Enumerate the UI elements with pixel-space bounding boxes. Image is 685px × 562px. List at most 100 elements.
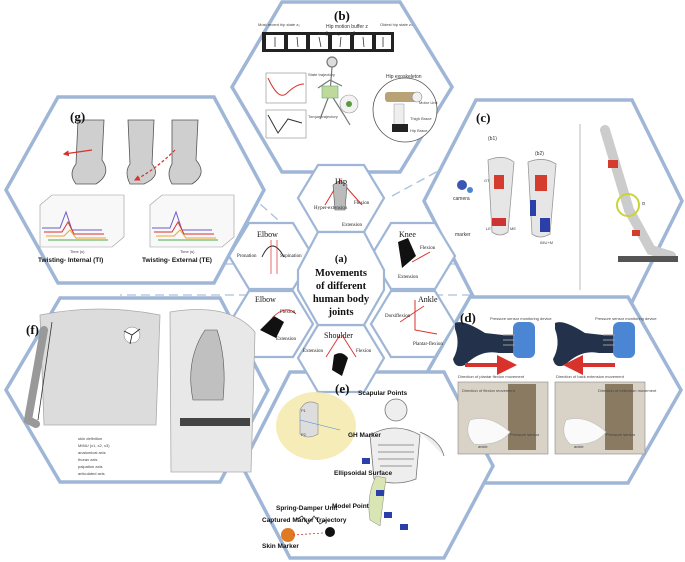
panel-g-label: (g) xyxy=(70,109,85,124)
panel-b-part-1: Motor Unit xyxy=(419,100,438,105)
panel-f-legend-2: MIMU (x1, x2, x3) xyxy=(78,443,110,448)
panel-d-device-1 xyxy=(453,322,535,375)
ankle-motion-dorsiflexion: Dorsiflexion xyxy=(385,314,411,319)
panel-b-label: (b) xyxy=(334,8,350,23)
panel-d-cap1: Direction of plantar flexion movement xyxy=(458,374,525,379)
panel-g-chart-1 xyxy=(39,194,125,248)
panel-d-ankle-1: ankle xyxy=(478,444,488,449)
center-label: (a) xyxy=(335,254,348,265)
panel-f-label: (f) xyxy=(26,322,39,337)
panel-e-ellip: Ellipsoidal Surface xyxy=(334,470,393,477)
panel-f-arm-3d xyxy=(169,309,256,473)
hip-motion-extension: Extension xyxy=(342,223,362,228)
panel-g-xlabel-2: Time (s) xyxy=(180,249,195,254)
joint-hex-hip xyxy=(296,163,386,234)
panel-f-legend-4: thorax axis xyxy=(78,457,97,462)
panel-d-sensor2: Pressure sensor monitoring device xyxy=(595,316,657,321)
panel-f-legend: skin definition MIMU (x1, x2, x3) anatom… xyxy=(78,436,110,476)
panel-d-sensor1: Pressure sensor monitoring device xyxy=(490,316,552,321)
panel-f-torso xyxy=(23,308,161,428)
panel-e-label: (e) xyxy=(335,381,349,396)
panel-c-imu: IMU+M xyxy=(540,240,553,245)
elbow-motion-flexion: Flexion xyxy=(280,310,296,315)
center-title-line-2: of different xyxy=(316,281,367,292)
elbow-motion-supination: Supination xyxy=(280,254,302,259)
center-title-line-4: joints xyxy=(327,307,353,318)
joint-hex-elbow-rot xyxy=(227,221,315,291)
panel-f-axes-glyph xyxy=(123,326,141,345)
panel-b-small-gauge xyxy=(339,94,359,114)
panel-b-formula: z = [z₀, z₁, ..., zₙ] xyxy=(318,31,355,37)
center-title: (a) Movements of different human body jo… xyxy=(313,254,370,318)
panel-d-cap2: Direction of back extension movement xyxy=(556,374,625,379)
panel-e xyxy=(240,370,495,560)
panel-b-traj1: State trajectory xyxy=(308,72,335,77)
panel-e-p1: P1 xyxy=(301,408,307,413)
panel-g-xlabel-1: Time (s) xyxy=(70,249,85,254)
panel-b-walker-figure xyxy=(317,56,351,126)
panel-c-leg-model-1 xyxy=(457,157,515,236)
panel-c-gt: GT xyxy=(484,178,490,183)
knee-motion-extension: Extension xyxy=(398,275,418,280)
ankle-motion-plantarflexion: Plantar-flexion xyxy=(413,342,443,347)
panel-b-exo: Hip exoskeleton xyxy=(386,74,422,80)
panel-g-caption-1: Twisting- Internal (TI) xyxy=(38,257,103,264)
center-title-line-1: Movements xyxy=(315,268,367,279)
panel-b-film-strip xyxy=(262,32,394,52)
panel-d-dir1: Direction of flexion movement xyxy=(462,388,516,393)
panel-e-gh: GH Marker xyxy=(348,432,381,439)
panel-b-exo-circle xyxy=(372,77,438,143)
center-title-line-3: human body xyxy=(313,294,370,305)
panel-c-label: (c) xyxy=(476,110,490,125)
elbow-motion-pronation: Pronation xyxy=(237,254,257,259)
panel-d-device-2 xyxy=(553,322,635,375)
panel-e-model: Model Point xyxy=(332,503,370,510)
hip-motion-flexion: Flexion xyxy=(354,201,370,206)
panel-b-title: Hip motion buffer z xyxy=(326,24,368,30)
knee-motion-flexion: Flexion xyxy=(420,246,436,251)
panel-labels: (b) (c) (g) (f) (d) (e) xyxy=(26,8,490,396)
panel-e-p2: P2 xyxy=(301,432,307,437)
panel-b-trajectory-plots xyxy=(265,72,307,139)
panel-e-spring-unit xyxy=(281,515,335,542)
panel-g-arms xyxy=(71,119,202,185)
joint-shoulder-name: Shoulder xyxy=(324,331,353,340)
panel-g-texts: Time (s) Time (s) Twisting- Internal (TI… xyxy=(38,249,212,264)
panel-e-texts: Scapular Points GH Marker Ellipsoidal Su… xyxy=(262,390,408,550)
panel-f-legend-1: skin definition xyxy=(78,436,102,441)
shoulder-motion-extension: Extension xyxy=(303,349,323,354)
panel-c-leg-model-3 xyxy=(600,125,678,262)
panel-e-skeleton xyxy=(369,398,445,484)
panel-d-ps-1: Pressure sensor xyxy=(510,432,540,437)
joint-hex-knee xyxy=(369,221,457,291)
panel-e-spring: Spring-Damper Unit xyxy=(276,505,338,512)
joint-ankle-name: Ankle xyxy=(418,295,438,304)
panel-d-ps-2: Pressure sensor xyxy=(606,432,636,437)
center-hex xyxy=(296,230,386,327)
panel-g-twist-arrows xyxy=(62,149,176,181)
panel-b-left-note: Most recent hip state z₀ xyxy=(258,22,300,27)
panel-g-caption-2: Twisting- External (TE) xyxy=(142,257,212,264)
panel-e-captured: Captured Marker Trajectory xyxy=(262,517,347,524)
panel-c-marker: marker xyxy=(455,232,471,238)
panel-b-part-3: Hip Brace xyxy=(410,128,428,133)
panel-c-me: ME xyxy=(510,226,516,231)
panel-g-chart-2 xyxy=(149,194,235,248)
panel-d-texts: Pressure sensor monitoring device Pressu… xyxy=(458,316,657,449)
panel-d-photo-1 xyxy=(457,381,549,455)
panel-e-arm-markers xyxy=(362,458,408,530)
joint-elbow-rot-name: Elbow xyxy=(257,230,278,239)
panel-c-angle: α xyxy=(642,201,645,207)
panel-c-camera: camera xyxy=(453,196,470,202)
panel-d-label: (d) xyxy=(460,310,476,325)
panel-d-ankle-2: ankle xyxy=(574,444,584,449)
hip-motion-hyperextension: Hyper-extension xyxy=(314,206,348,211)
panel-d-dir2: Direction of extension movement xyxy=(598,388,657,393)
joint-knee-name: Knee xyxy=(399,230,416,239)
panel-e-ellipsoid xyxy=(276,392,356,460)
shoulder-motion-flexion: Flexion xyxy=(356,349,372,354)
joint-names: Hip Hyper-extension Flexion Extension Kn… xyxy=(237,177,443,354)
joint-elbow-flex-name: Elbow xyxy=(255,295,276,304)
panel-c-sub2: (b2) xyxy=(535,151,544,157)
